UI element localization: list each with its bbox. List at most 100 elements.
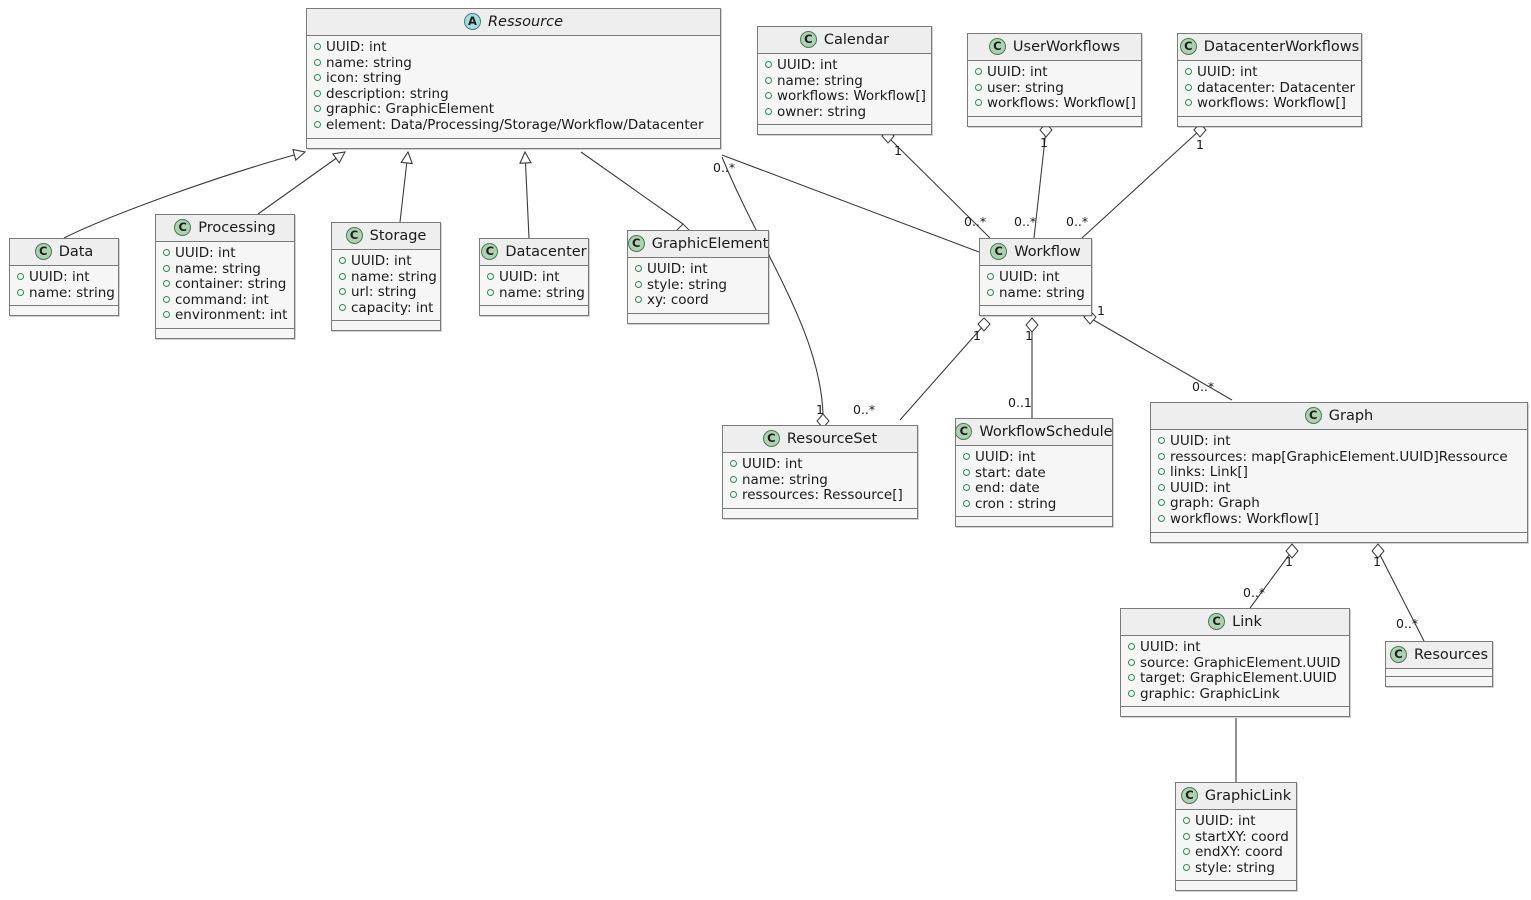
attribute-label: element: Data/Processing/Storage/Workflo… [326, 116, 704, 133]
attribute-label: xy: coord [647, 292, 709, 309]
class-icon: C [34, 243, 52, 260]
class-methods-datacenterworkflows [1178, 116, 1361, 126]
class-name-workflowschedule: WorkflowSchedule [979, 423, 1113, 440]
class-icon: C [1180, 787, 1198, 804]
attribute-label: UUID: int [351, 253, 412, 269]
attribute-label: end: date [975, 480, 1040, 497]
m-schedule-workflow-zeroone: 0..1 [1008, 395, 1032, 410]
class-name-calendar: Calendar [823, 31, 890, 48]
visibility-public-icon [314, 89, 321, 97]
attribute-label: UUID: int [777, 57, 838, 73]
class-name-userworkflows: UserWorkflows [1012, 38, 1121, 55]
class-methods-link [1121, 707, 1349, 717]
visibility-public-icon [339, 303, 346, 311]
m-workflow-resourceset-one: 1 [973, 328, 981, 343]
visibility-public-icon [314, 58, 321, 66]
visibility-public-icon [314, 43, 321, 50]
visibility-public-icon [163, 280, 170, 288]
attribute-label: UUID: int [742, 456, 803, 472]
edge-datacenterworkflows-workflow [1081, 129, 1201, 239]
attribute-row: graphic: GraphicElement [314, 102, 712, 118]
attribute-row: UUID: int [17, 269, 110, 286]
attribute-label: name: string [999, 284, 1085, 301]
attribute-label: name: string [29, 284, 115, 301]
attribute-row: target: GraphicElement.UUID [1128, 671, 1341, 687]
attribute-label: UUID: int [1195, 813, 1256, 829]
class-icon: C [799, 31, 817, 48]
visibility-public-icon [1128, 674, 1135, 682]
attribute-row: name: string [730, 472, 909, 489]
attribute-label: UUID: int [326, 39, 387, 55]
m-resourceset-workflow-star: 0..* [853, 402, 876, 417]
visibility-public-icon [1185, 68, 1192, 75]
visibility-public-icon [314, 74, 321, 82]
class-methods-storage [332, 321, 440, 331]
edge-processing-ressource [257, 152, 345, 215]
class-header-workflowschedule: C WorkflowSchedule [955, 419, 1113, 446]
attribute-row: ressources: Ressource[] [730, 488, 909, 504]
class-icon: C [955, 423, 973, 440]
visibility-public-icon [17, 288, 24, 296]
visibility-public-icon [314, 105, 321, 113]
edge-ressource-graphicelement [580, 151, 684, 225]
visibility-public-icon [1158, 514, 1165, 522]
m-resourceset-ressource-one: 1 [816, 402, 824, 417]
attribute-row: UUID: int [963, 449, 1104, 466]
visibility-public-icon [1128, 643, 1135, 650]
class-methods-workflowschedule [956, 517, 1112, 527]
attribute-row: user: string [975, 80, 1133, 97]
visibility-public-icon [730, 460, 737, 467]
attribute-label: UUID: int [175, 245, 236, 261]
attribute-row: xy: coord [635, 293, 760, 309]
class-methods-calendar [758, 125, 931, 135]
attribute-label: UUID: int [1140, 639, 1201, 655]
visibility-public-icon [765, 61, 772, 68]
attribute-row: icon: string [314, 71, 712, 87]
class-methods-processing [156, 328, 294, 338]
class-methods-graphiclink [1176, 881, 1296, 891]
visibility-public-icon [1183, 832, 1190, 840]
m-graph-resources-one: 1 [1373, 554, 1381, 569]
attribute-row: endXY: coord [1183, 845, 1288, 861]
class-name-resourceset: ResourceSet [786, 430, 878, 447]
visibility-public-icon [765, 76, 772, 84]
attribute-row: workflows: Workflow[] [765, 89, 926, 105]
attribute-row: UUID: int [1158, 480, 1519, 497]
attribute-row: name: string [314, 55, 712, 72]
m-ressource-resourceset-star: 0..* [713, 160, 736, 175]
attribute-row: UUID: int [1158, 433, 1519, 450]
class-name-resources: Resources [1413, 646, 1489, 663]
attribute-row: environment: int [163, 308, 287, 324]
visibility-public-icon [487, 273, 494, 280]
attribute-row: name: string [163, 261, 286, 278]
attribute-label: name: string [777, 72, 863, 89]
attribute-row: source: GraphicElement.UUID [1128, 655, 1341, 672]
attribute-row: workflows: Workflow[] [1185, 96, 1353, 112]
